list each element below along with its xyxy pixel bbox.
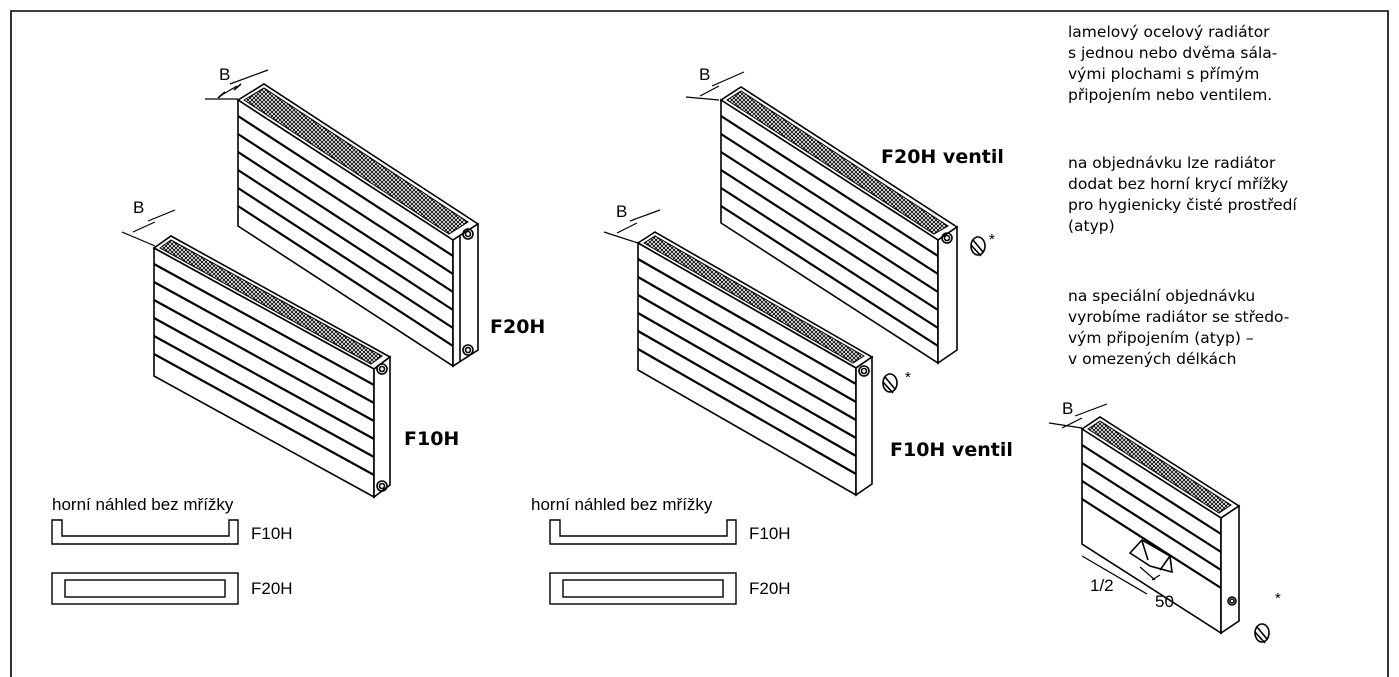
note-line: připojením nebo ventilem. [1068, 86, 1273, 104]
note-centre-connection: na speciální objednávku vyrobíme radiáto… [1068, 286, 1398, 370]
asterisk-f20h-ventil: * [989, 231, 995, 248]
label-f10h-ventil: F10H ventil [890, 439, 1013, 461]
asterisk-centre: * [1275, 590, 1281, 607]
plan-view-left [51, 519, 239, 605]
label-b-f10h-ventil: B [616, 202, 628, 221]
plan-title-left: horní náhled bez mřížky [52, 495, 234, 514]
note-line: pro hygienicky čisté prostředí [1068, 196, 1297, 214]
note-description: lamelový ocelový radiátor s jednou nebo … [1068, 22, 1398, 106]
dimension-b-f20h-ventil [685, 71, 745, 101]
border-frame [10, 10, 1389, 677]
plan-f10h-left [51, 519, 239, 545]
plan-label-f20h-left: F20H [251, 579, 293, 598]
plan-view-right [549, 519, 737, 605]
note-line: vými plochami s přímým [1068, 65, 1260, 83]
label-half-length: 1/2 [1090, 576, 1114, 595]
label-fifty: 50 [1155, 592, 1174, 611]
note-without-grille: na objednávku lze radiátor dodat bez hor… [1068, 153, 1398, 237]
note-line: dodat bez horní krycí mřížky [1068, 175, 1289, 193]
note-line: na objednávku lze radiátor [1068, 154, 1276, 172]
dimension-b-f10h-ventil [603, 209, 661, 244]
radiator-centre-connection [1080, 416, 1270, 644]
label-b-f20h-ventil: B [699, 65, 711, 84]
label-f20h: F20H [490, 316, 546, 338]
asterisk-f10h-ventil: * [905, 369, 911, 386]
plan-label-f20h-right: F20H [749, 579, 791, 598]
label-b-centre: B [1062, 399, 1074, 418]
valve-knob-f10h [882, 373, 898, 394]
note-line: vyrobíme radiátor se středo- [1068, 308, 1290, 326]
note-line: (atyp) [1068, 217, 1115, 235]
radiator-f20h-ventil [719, 86, 986, 365]
plan-title-right: horní náhled bez mřížky [531, 495, 713, 514]
note-line: s jednou nebo dvěma sála- [1068, 44, 1278, 62]
plan-label-f10h-right: F10H [749, 524, 791, 543]
radiator-f10h-ventil [636, 231, 898, 497]
radiator-f20h [236, 83, 480, 368]
note-line: vým připojením (atyp) – [1068, 329, 1254, 347]
plan-f20h-left [51, 572, 239, 605]
dimension-b-f20h [205, 69, 269, 100]
dimension-b-centre [1048, 403, 1108, 429]
dimension-half-length [1081, 555, 1161, 595]
label-f10h: F10H [404, 428, 460, 450]
label-b-f20h: B [219, 65, 231, 84]
note-line: na speciální objednávku [1068, 287, 1256, 305]
valve-knob-f20h [970, 236, 986, 257]
label-b-f10h: B [133, 198, 145, 217]
label-f20h-ventil: F20H ventil [881, 146, 1004, 168]
plan-f20h-right [549, 572, 737, 605]
note-line: v omezených délkách [1068, 350, 1237, 368]
plan-label-f10h-left: F10H [251, 524, 293, 543]
radiator-f10h [152, 235, 392, 499]
dimension-b-f10h [121, 209, 176, 247]
plan-f10h-right [549, 519, 737, 545]
note-line: lamelový ocelový radiátor [1068, 23, 1270, 41]
valve-knob-centre [1254, 623, 1270, 644]
